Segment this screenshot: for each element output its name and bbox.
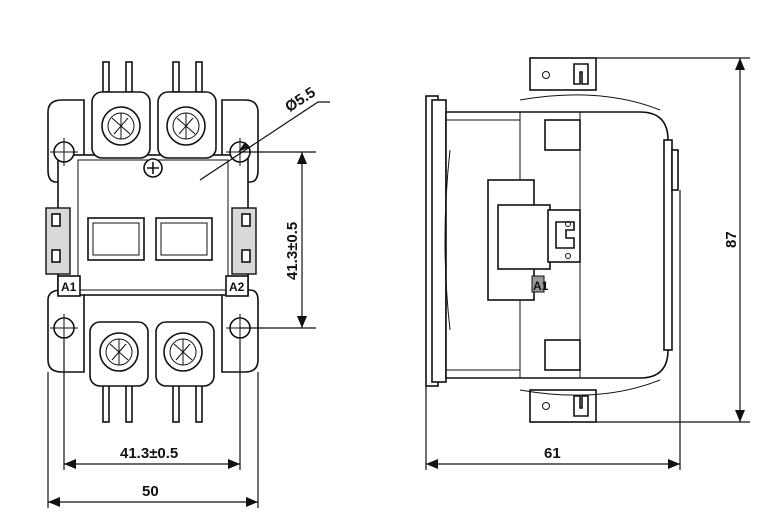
- upper-terminal-pins: [102, 61, 203, 93]
- front-view: A1 A2: [45, 61, 259, 423]
- side-terminal-label-a1: A1: [533, 279, 549, 293]
- hole-spacing-vertical-label: 41.3±0.5: [284, 222, 301, 280]
- overall-width-label: 50: [142, 483, 159, 500]
- side-view: A1: [425, 57, 679, 423]
- lower-terminal-pins: [102, 383, 203, 423]
- hole-diameter-label: Ø5.5: [282, 84, 319, 116]
- overall-height-label: 87: [723, 231, 740, 248]
- terminal-label-a2: A2: [229, 280, 245, 294]
- side-width-label: 61: [544, 445, 561, 462]
- coil-window-right: [155, 217, 213, 261]
- terminal-label-a1: A1: [61, 280, 77, 294]
- coil-window-left: [87, 217, 145, 261]
- hole-spacing-horizontal-label: 41.3±0.5: [120, 445, 178, 462]
- side-dimensions: 61 87: [425, 57, 750, 470]
